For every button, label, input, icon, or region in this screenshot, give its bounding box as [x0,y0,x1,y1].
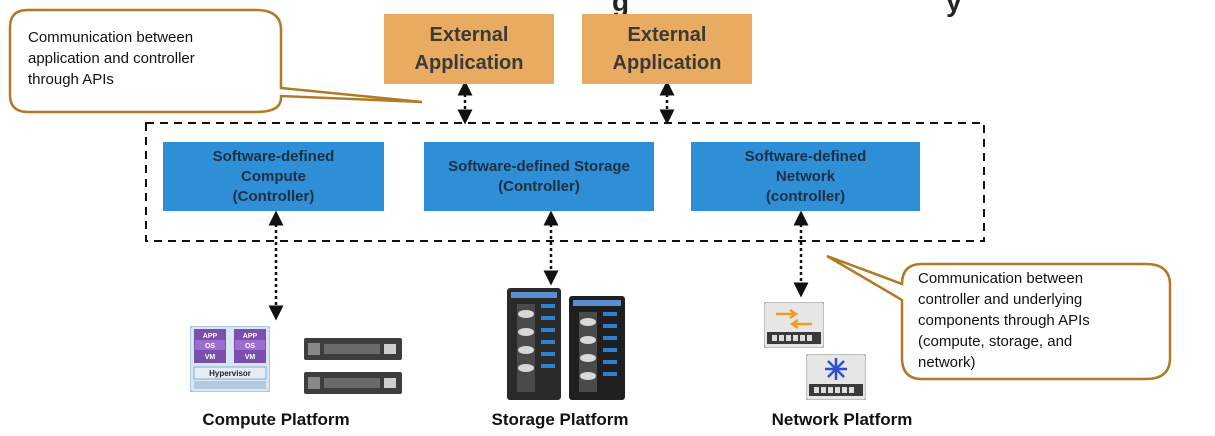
controller-storage-line-1: Software-defined Storage [448,157,630,175]
compute-platform-label: Compute Platform [202,410,350,429]
callout-right-line: (compute, storage, and [918,333,1073,350]
server-rack-icon [304,338,402,394]
controller-network: Software-defined Network (controller) [691,142,920,211]
vm-os-label: OS [245,343,255,350]
callout-left-line: through APIs [28,71,114,88]
callout-right-bubble [826,254,1172,381]
callout-left-line: application and controller [28,50,195,67]
vm-os-label: OS [205,343,215,350]
controller-layer-boundary [145,122,985,242]
network-router-icon [806,354,866,400]
storage-array-icon [507,288,625,400]
controller-compute-line-2: Compute [241,167,306,185]
title-fragment-right: y [946,0,962,17]
controller-compute-line-3: (Controller) [232,187,315,205]
external-application-box-1: External Application [384,14,554,84]
external-application-label: External Application [414,24,524,74]
hypervisor-icon: APP APP OS OS VM VM Hypervisor [190,326,270,392]
controller-network-line-2: Network [775,167,836,185]
callout-right-line: controller and underlying [918,291,1083,308]
controller-network-line-1: Software-defined [744,147,867,165]
vm-app-label: APP [203,333,218,340]
callout-right-line: network) [918,354,976,371]
external-application-box-2: External Application [582,14,752,84]
network-switch-icon [764,302,824,348]
callout-left-bubble [8,8,423,114]
external-application-label: External Application [612,24,722,74]
callout-right-text: Communication between controller and und… [918,268,1168,373]
vm-app-label: APP [243,333,258,340]
controller-storage-line-2: (Controller) [498,177,580,195]
storage-platform-label: Storage Platform [491,410,629,429]
hypervisor-label: Hypervisor [209,369,251,378]
callout-left-line: Communication between [28,29,194,46]
callout-right-line: components through APIs [918,312,1090,329]
controller-compute: Software-defined Compute (Controller) [163,142,384,211]
network-platform-label: Network Platform [771,410,913,429]
controller-network-line-3: (controller) [765,187,846,205]
vm-vm-label: VM [245,354,256,361]
callout-left-text: Communication between application and co… [28,27,278,90]
title-fragment: g [612,0,630,17]
vm-vm-label: VM [205,354,216,361]
controller-storage: Software-defined Storage (Controller) [424,142,654,211]
controller-compute-line-1: Software-defined [212,147,335,165]
callout-right-line: Communication between [918,270,1084,287]
